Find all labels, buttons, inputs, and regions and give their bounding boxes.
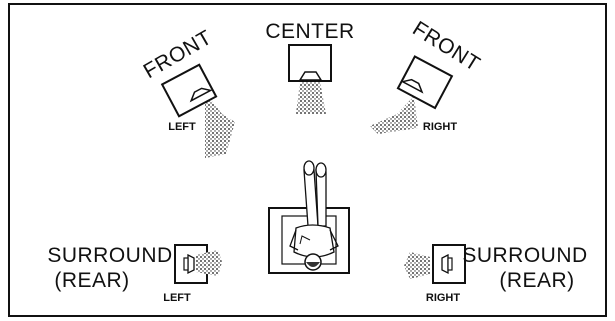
listener-figure [268,160,350,274]
surround-left-title: SURROUND [47,244,172,267]
surround-right-title: SURROUND [462,244,587,267]
diagram-frame [8,3,607,317]
surround-left-side-label: LEFT [163,292,191,304]
surround-right-subtitle: (REAR) [499,269,574,292]
surround-right-side-label: RIGHT [426,292,461,304]
center-title: CENTER [265,20,354,43]
center-speaker [288,44,332,114]
front-left-side-label: LEFT [168,121,196,133]
front-right-side-label: RIGHT [423,121,458,133]
surround-left-speaker [174,244,222,284]
front-right-cabinet [396,55,454,110]
surround-right-speaker [404,244,466,284]
front-left-sound-beam [205,92,235,158]
center-sound-beam [296,82,326,114]
front-right-sound-beam [370,96,418,134]
surround-left-sound-beam [196,250,222,276]
surround-left-subtitle: (REAR) [54,269,129,292]
front-left-cabinet [160,63,218,118]
front-left-speaker [160,63,235,158]
front-right-speaker [370,55,454,134]
surround-right-sound-beam [404,252,430,279]
